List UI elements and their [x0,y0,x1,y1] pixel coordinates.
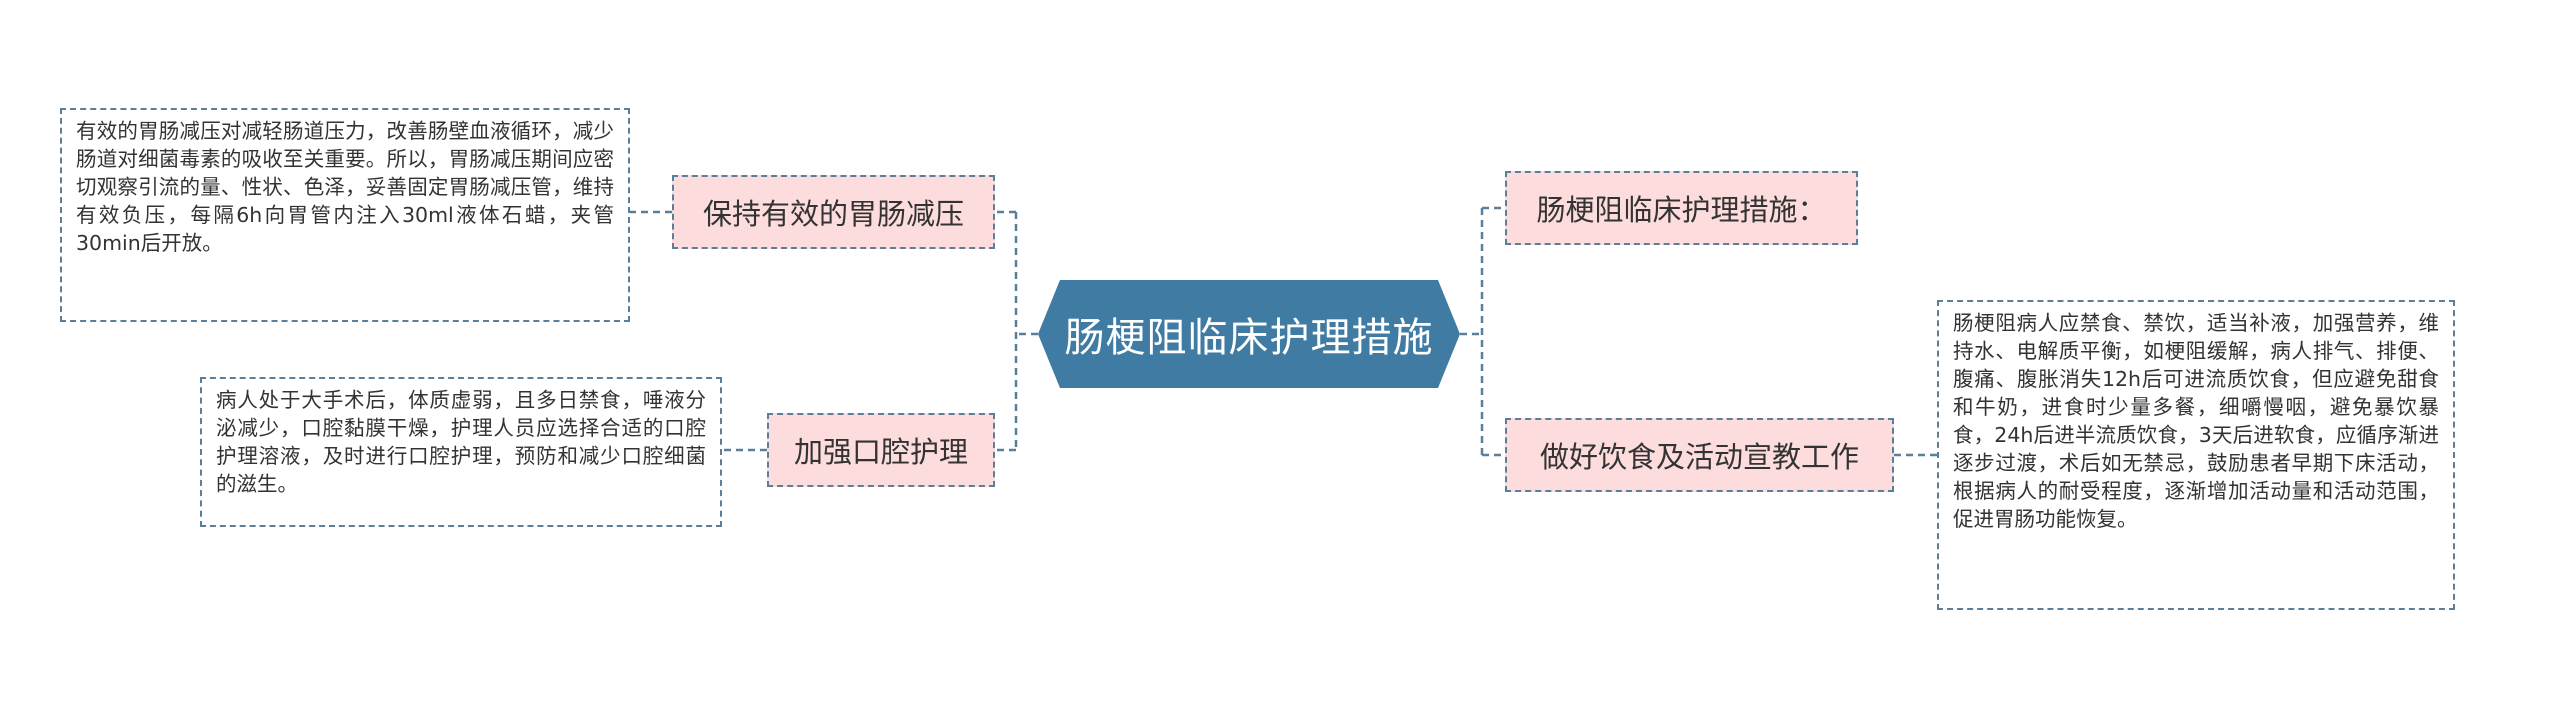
topic-label: 保持有效的胃肠减压 [702,197,964,231]
note-diet-activity: 肠梗阻病人应禁食、禁饮，适当补液，加强营养，维持水、电解质平衡，如梗阻缓解，病人… [1937,300,2455,610]
note-text: 有效的胃肠减压对减轻肠道压力，改善肠壁血液循环，减少肠道对细菌毒素的吸收至关重要… [76,119,614,255]
note-text: 肠梗阻病人应禁食、禁饮，适当补液，加强营养，维持水、电解质平衡，如梗阻缓解，病人… [1953,311,2439,531]
topic-oral-care[interactable]: 加强口腔护理 [767,413,995,487]
note-gastric-decompression: 有效的胃肠减压对减轻肠道压力，改善肠壁血液循环，减少肠道对细菌毒素的吸收至关重要… [60,108,630,322]
link-center-left [995,210,1038,452]
central-topic[interactable]: 肠梗阻临床护理措施 [1038,280,1460,388]
topic-summary[interactable]: 肠梗阻临床护理措施： [1505,171,1858,245]
note-oral-care: 病人处于大手术后，体质虚弱，且多日禁食，唾液分泌减少，口腔黏膜干燥，护理人员应选… [200,377,722,527]
topic-label: 做好饮食及活动宣教工作 [1539,440,1859,474]
central-topic-shape [1038,280,1460,388]
topic-label: 肠梗阻临床护理措施： [1536,193,1827,227]
note-text: 病人处于大手术后，体质虚弱，且多日禁食，唾液分泌减少，口腔黏膜干燥，护理人员应选… [216,388,706,496]
central-topic-label: 肠梗阻临床护理措施 [1064,315,1434,361]
topic-diet-activity[interactable]: 做好饮食及活动宣教工作 [1505,418,1894,492]
topic-gastric-decompression[interactable]: 保持有效的胃肠减压 [672,175,995,249]
link-center-right [1460,206,1505,457]
topic-label: 加强口腔护理 [793,435,968,469]
